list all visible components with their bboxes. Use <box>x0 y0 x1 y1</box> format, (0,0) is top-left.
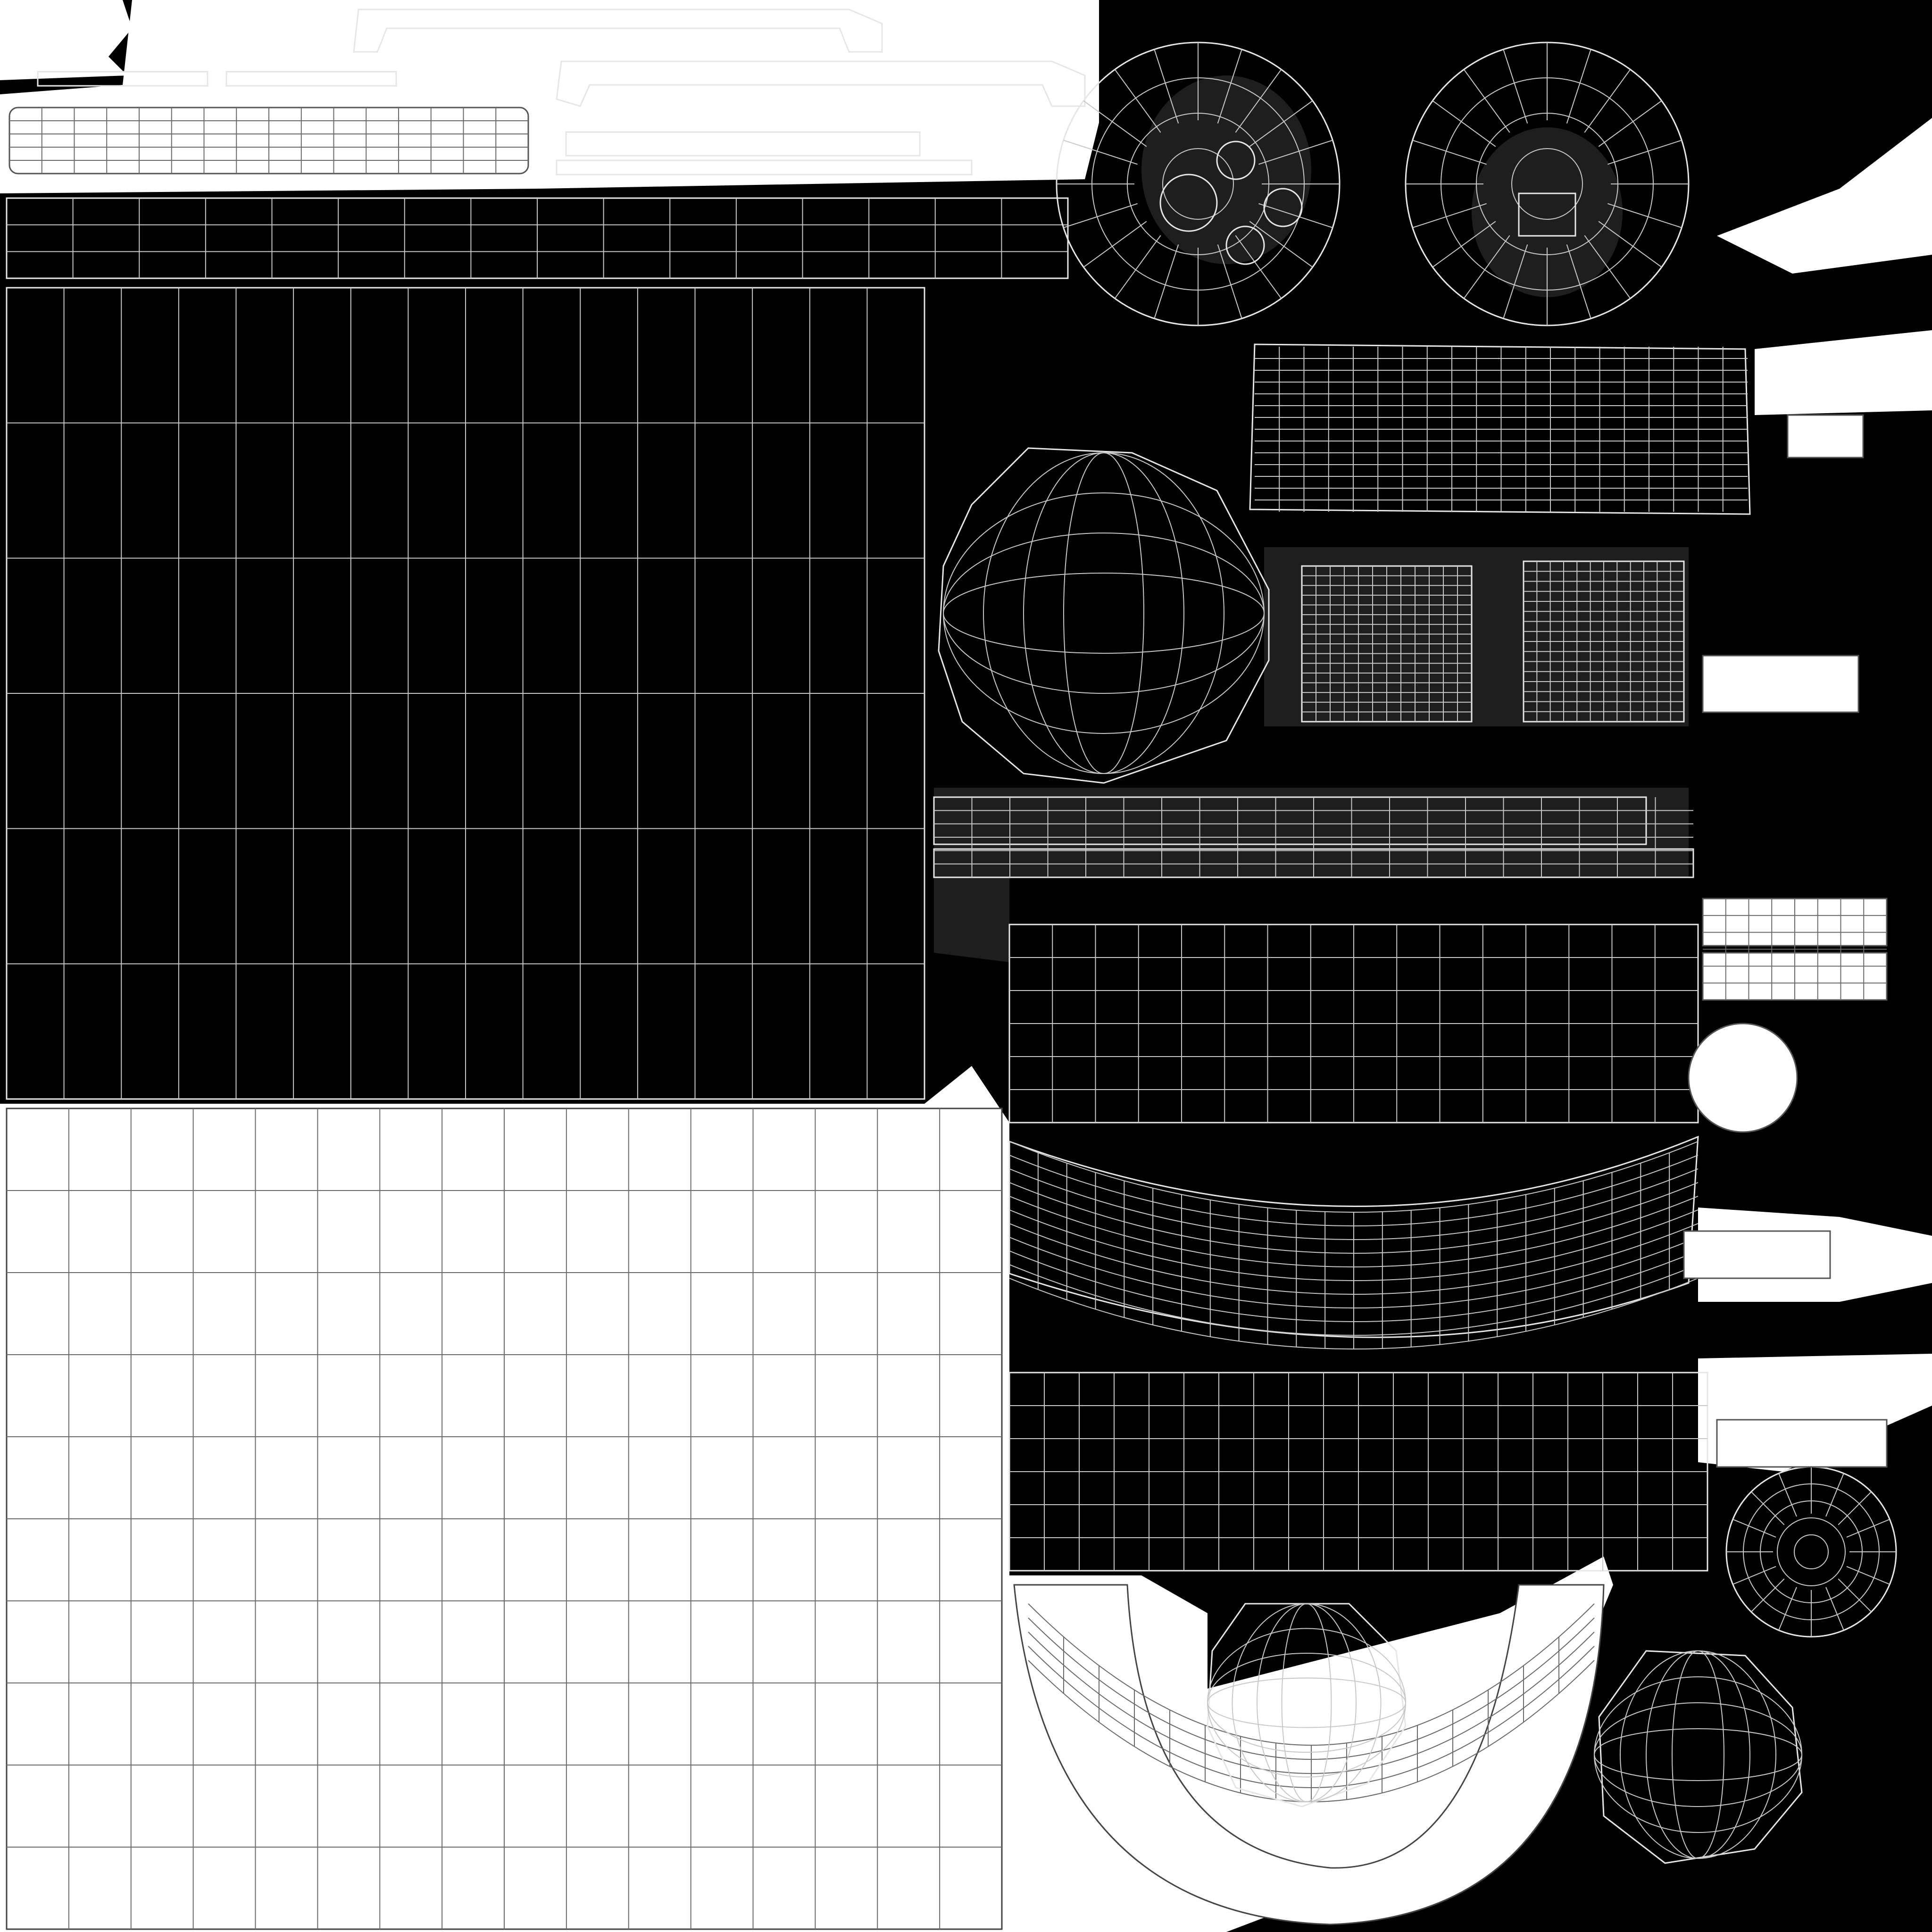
uv-island-net-right <box>1523 560 1685 723</box>
uv-island-handle <box>37 8 1086 175</box>
uv-island-radial-right <box>1405 42 1690 326</box>
uv-island-net-left <box>1301 565 1473 723</box>
uv-island-grid-lower-right <box>1008 1372 1708 1572</box>
uv-island-sphere-middle <box>938 447 1270 784</box>
uv-island-arc-white <box>1013 1584 1605 1925</box>
uv-island-radial-bottom <box>1725 1466 1897 1638</box>
uv-island-strip-top <box>6 197 1069 279</box>
uv-island-sphere-bottom-right <box>1594 1650 1803 1864</box>
uv-island-arc-band <box>1008 1135 1699 1349</box>
uv-island-strip-mid <box>933 796 1694 878</box>
uv-island-strip-white <box>8 107 529 175</box>
uv-island-small-white <box>1683 414 1888 1468</box>
uv-island-grid-mid-right <box>1008 924 1699 1124</box>
uv-island-sphere-bottom-left <box>1207 1603 1407 1807</box>
uv-island-radial-left <box>1056 42 1341 326</box>
uv-island-grid-white <box>6 1108 1003 1930</box>
gray-island-fills <box>934 75 1689 962</box>
uv-island-grid-patch <box>1249 343 1751 515</box>
uv-island-grid-large <box>6 287 925 1100</box>
